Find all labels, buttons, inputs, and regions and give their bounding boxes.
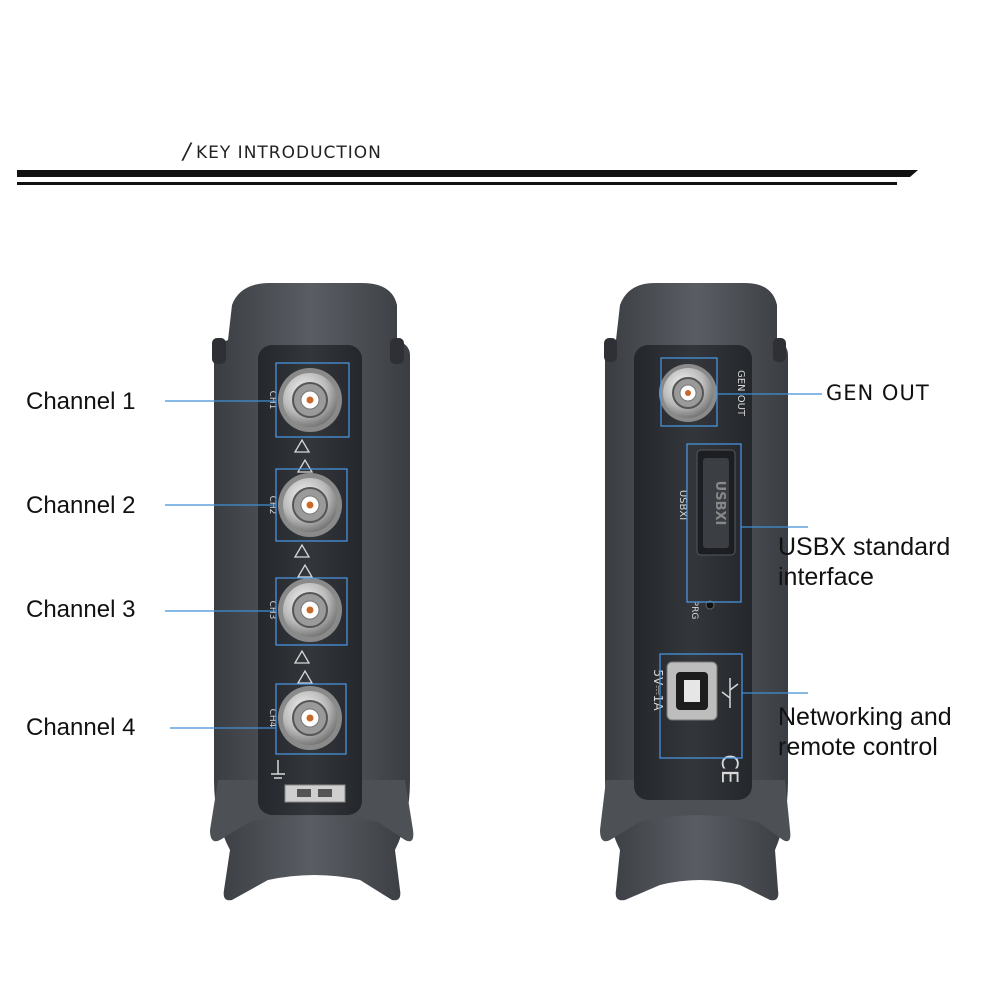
label-usbx-interface: USBX standard interface [778,532,950,592]
label-gen-out: GEN OUT [826,381,930,405]
bnc-connector-ch3[interactable] [278,578,342,642]
callout-box-ch4 [275,683,347,755]
bnc-connector-ch2[interactable] [278,473,342,537]
label-usbx-line2: interface [778,563,874,591]
usbxi-port-text: USBXI [712,481,727,526]
callout-box-usb [659,653,743,759]
oscilloscope-front-panel: CH1 CH2 CH3 CH4 [210,283,414,901]
gen-out-bnc-connector[interactable] [659,364,717,422]
power-mark: 5V⎓1A [651,669,665,711]
oscilloscope-rear-panel: USBXI GEN OUT USBXI PRG 5V⎓1A CE [600,283,791,901]
label-usbx-line1: USBX standard [778,533,951,561]
label-channel-2: Channel 2 [26,492,136,519]
usb-b-port[interactable] [666,661,718,721]
prg-button[interactable] [705,600,715,610]
port-mark-ch1: CH1 [267,391,277,410]
bnc-connector-ch4[interactable] [278,686,342,750]
left-callouts [165,362,350,755]
callout-box-ch1 [275,362,350,438]
ground-icon [271,760,285,779]
label-networking-line2: remote control [778,733,938,761]
usb-icon [721,678,739,708]
label-channel-3: Channel 3 [26,596,136,623]
right-callouts [659,357,822,759]
prg-mark: PRG [689,601,699,620]
label-networking: Networking and remote control [778,702,952,762]
ground-terminal[interactable] [284,784,346,803]
port-mark-ch4: CH4 [267,709,277,728]
ce-mark: CE [716,754,741,783]
page-title: KEY INTRODUCTION [196,143,382,163]
label-channel-1: Channel 1 [26,388,136,415]
usbxi-port[interactable] [696,449,736,556]
callout-box-gen-out [660,357,718,427]
label-channel-4: Channel 4 [26,714,136,741]
callout-box-usbxi [686,443,742,603]
bnc-connector-ch1[interactable] [278,368,342,432]
label-networking-line1: Networking and [778,703,952,731]
warning-icon [293,438,314,684]
header-rule [17,170,918,185]
usbxi-mark: USBXI [677,490,688,520]
header-slash: / [183,140,191,165]
port-mark-ch3: CH3 [267,601,277,620]
